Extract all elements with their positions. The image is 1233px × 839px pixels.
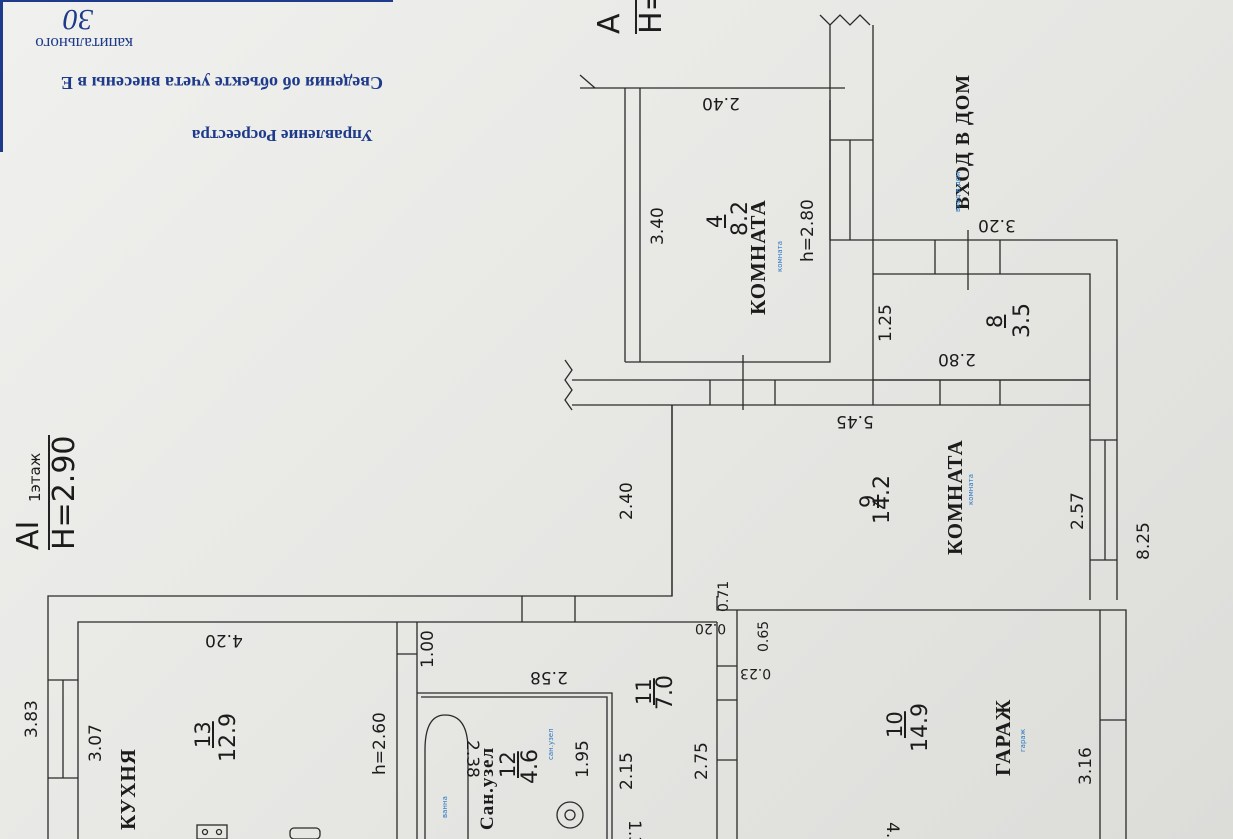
dim-0-20: 0.20 bbox=[695, 620, 727, 636]
dim-1-37: 1.37 bbox=[624, 820, 644, 839]
block-label-a2: А bbox=[592, 13, 627, 34]
toilet bbox=[556, 801, 584, 829]
registry-stamp: Управление Росреестра Сведения об объект… bbox=[0, 0, 393, 152]
bathtub bbox=[424, 714, 469, 839]
dim-2-80: 2.80 bbox=[938, 349, 976, 369]
kitchen-area: 12.9 bbox=[216, 713, 241, 762]
dim-3-83: 3.83 bbox=[22, 700, 42, 738]
dim-2-40-a: 2.40 bbox=[617, 482, 637, 520]
room4-name: КОМНАТА bbox=[746, 199, 770, 315]
dim-2-38: 2.38 bbox=[462, 740, 482, 778]
right-block-walls bbox=[873, 239, 1118, 600]
kitchen-number: 13 bbox=[191, 721, 215, 748]
dim-1-00: 1.00 bbox=[418, 630, 438, 668]
garage-number: 10 bbox=[883, 711, 907, 738]
block-label-ai: АI bbox=[11, 520, 46, 550]
dim-2-40-b: 2.40 bbox=[702, 93, 740, 113]
dim-0-65: 0.65 bbox=[756, 620, 772, 652]
corridor-number: 11 bbox=[632, 678, 656, 705]
kitchen-window bbox=[48, 679, 78, 779]
dim-1-25: 1.25 bbox=[876, 304, 896, 342]
room4-number: 4 bbox=[703, 214, 727, 228]
dim-2-75: 2.75 bbox=[692, 742, 712, 780]
dim-1-95: 1.95 bbox=[573, 740, 593, 778]
corridor-area: 7.0 bbox=[653, 675, 678, 710]
garage-left-wall bbox=[716, 622, 738, 839]
stamp-line-2: Сведения об объекте учета внесены в Е bbox=[60, 73, 383, 93]
dim-0-71: 0.71 bbox=[716, 580, 732, 612]
dim-4-20: 4.20 bbox=[205, 630, 243, 650]
dim-3-20: 3.20 bbox=[978, 215, 1016, 235]
garage-subtext: гараж bbox=[1019, 728, 1027, 752]
dim-3-40: 3.40 bbox=[648, 207, 668, 245]
dim-2-58: 2.58 bbox=[530, 667, 568, 687]
stamp-line-1: Управление Росреестра bbox=[191, 126, 373, 145]
bathroom-subtext: сан.узел bbox=[547, 728, 555, 760]
block-a2-height: H= bbox=[634, 0, 669, 34]
bath-label: ванна bbox=[441, 796, 449, 818]
dim-4-75: 4.75 bbox=[882, 822, 902, 839]
dim-5-45: 5.45 bbox=[836, 411, 874, 431]
wall-break-symbol bbox=[564, 359, 573, 411]
dim-2-57: 2.57 bbox=[1068, 492, 1088, 530]
inner-wall-kitchen bbox=[77, 621, 397, 839]
kitchen-name: КУХНЯ bbox=[116, 748, 140, 830]
room8-area: 3.5 bbox=[1010, 303, 1035, 338]
stamp-line-3: капитального bbox=[35, 34, 133, 53]
garage-top-wall bbox=[716, 596, 1101, 839]
dim-2-15: 2.15 bbox=[617, 752, 637, 790]
bathroom-number: 12 bbox=[496, 751, 520, 778]
top-window bbox=[521, 596, 576, 622]
bathroom-area: 4.6 bbox=[518, 749, 543, 784]
room9-name: КОМНАТА bbox=[943, 439, 967, 555]
room9-area: 14.2 bbox=[870, 475, 895, 524]
room8-number: 8 bbox=[983, 314, 1007, 328]
stamp-signature: 30 bbox=[63, 3, 93, 36]
middle-wall bbox=[572, 379, 1090, 406]
dim-h-2-60: h=2.60 bbox=[370, 712, 390, 775]
garage-name: ГАРАЖ bbox=[991, 698, 1015, 776]
garage-area: 14.9 bbox=[908, 703, 933, 752]
dim-3-16: 3.16 bbox=[1076, 747, 1096, 785]
entrance-subtext: вход в дом bbox=[954, 171, 962, 212]
kitchen-partition bbox=[396, 622, 418, 839]
dim-8-25: 8.25 bbox=[1134, 522, 1154, 560]
room4-subtext: комната bbox=[776, 240, 784, 272]
dim-3-07: 3.07 bbox=[86, 724, 106, 762]
dim-0-23: 0.23 bbox=[740, 665, 772, 681]
room4-height: h=2.80 bbox=[798, 199, 818, 262]
block-floor-label: 1этаж bbox=[26, 452, 44, 502]
bathroom-wall bbox=[417, 692, 613, 839]
room9-subtext: комната bbox=[967, 473, 975, 505]
block-height-label: H=2.90 bbox=[47, 435, 82, 550]
room4-walls bbox=[580, 87, 845, 363]
